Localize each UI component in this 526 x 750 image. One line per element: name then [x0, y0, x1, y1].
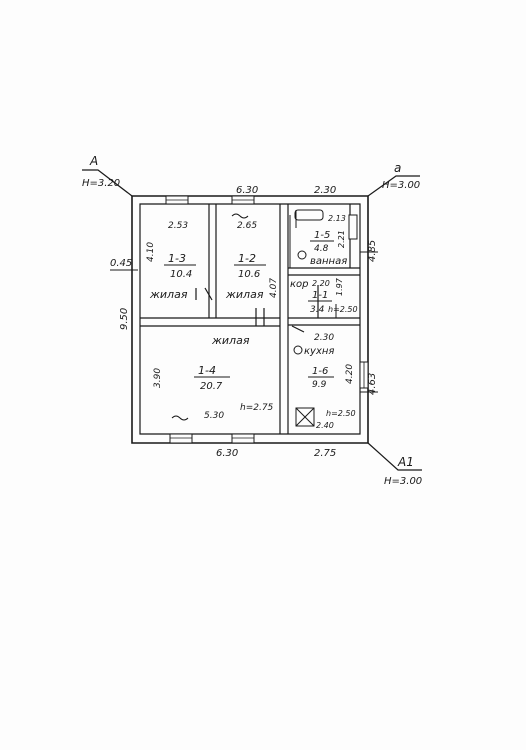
- dim-left-height: 9.50: [119, 308, 130, 330]
- dim-top-right: 2.30: [314, 185, 336, 196]
- room-1-1-type: кор: [290, 279, 309, 290]
- window-right-bath: [348, 214, 358, 240]
- tilde-mark-1: [171, 415, 189, 421]
- corner-a1-letter: А1: [397, 455, 414, 469]
- room-1-5-type: ванная: [310, 256, 347, 267]
- room-1-2-area: 10.6: [238, 269, 260, 280]
- room-1-4-area: 20.7: [200, 381, 223, 392]
- corner-a2-height: Н=3.00: [382, 180, 420, 191]
- room-1-1: кор 2.20 1.97 1-1 3.4 h=2.50: [290, 277, 358, 315]
- room-1-1-width: 2.20: [312, 279, 330, 288]
- room-1-6-width-bottom: 2.40: [316, 421, 334, 430]
- window-bottom-left: [169, 433, 193, 444]
- room-1-1-height: h=2.50: [328, 305, 358, 314]
- dim-bottom-left: 6.30: [216, 448, 238, 459]
- room-1-2-type: жилая: [225, 288, 264, 301]
- room-1-3-depth: 4.10: [146, 242, 156, 262]
- room-1-6-width-top: 2.30: [314, 333, 334, 343]
- window-bottom-center: [231, 433, 255, 444]
- room-1-4-depth: 3.90: [153, 368, 163, 388]
- room-1-2-depth: 4.07: [269, 278, 279, 298]
- wall-above-14: [140, 317, 280, 327]
- room-1-3-width: 2.53: [168, 221, 188, 231]
- walls: [131, 195, 369, 444]
- room-1-2-width: 2.65: [237, 221, 257, 231]
- stove-icon: [293, 345, 303, 355]
- wall-kitchen: [288, 317, 360, 326]
- wall-center: [279, 204, 289, 434]
- room-1-5-area: 4.8: [314, 244, 329, 254]
- room-1-6-height: h=2.50: [326, 409, 356, 418]
- room-1-2-id: 1-2: [238, 252, 256, 265]
- dim-left-offset: 0.45: [110, 258, 132, 269]
- dim-bottom-right: 2.75: [314, 448, 336, 459]
- door-13: [195, 287, 213, 301]
- corner-markers: [82, 169, 422, 471]
- room-1-6: 2.30 кухня 4.20 1-6 9.9 h=2.50 2.40: [304, 333, 356, 430]
- room-1-3: 2.53 4.10 1-3 10.4 жилая: [146, 221, 196, 301]
- bathtub-icon: [294, 209, 324, 221]
- corner-a-letter: А: [89, 154, 98, 168]
- room-1-6-area: 9.9: [312, 380, 327, 390]
- room-1-3-id: 1-3: [168, 252, 186, 265]
- room-1-6-depth: 4.20: [345, 364, 355, 384]
- room-1-6-type: кухня: [304, 346, 334, 357]
- door-12: [255, 308, 265, 326]
- room-1-4-height: h=2.75: [240, 403, 274, 413]
- room-1-3-type: жилая: [149, 288, 188, 301]
- oven-icon: [295, 407, 315, 427]
- room-1-2: 2.65 4.07 1-2 10.6 жилая: [225, 221, 279, 301]
- room-1-1-id: 1-1: [312, 290, 328, 301]
- room-1-5-depth: 2.21: [337, 230, 346, 248]
- corner-a2-letter: а: [394, 161, 401, 175]
- dim-right-lower: 4.63: [367, 373, 378, 395]
- wall-13-12: [208, 204, 217, 318]
- room-1-4-type: жилая: [211, 334, 250, 347]
- outer-wall-inner: [139, 203, 361, 435]
- room-1-4-id: 1-4: [198, 364, 216, 377]
- dim-top-left: 6.30: [236, 185, 258, 196]
- room-1-1-area: 3.4: [310, 305, 325, 315]
- room-1-4-width: 5.30: [204, 411, 224, 421]
- room-1-4: жилая 3.90 1-4 20.7 5.30 h=2.75: [153, 334, 274, 421]
- tilde-mark-2: [231, 213, 249, 219]
- corner-a1-height: Н=3.00: [384, 476, 422, 487]
- sink-icon: [297, 250, 307, 260]
- corner-a-height: Н=3.20: [82, 178, 120, 189]
- room-1-5-width: 2.13: [328, 214, 346, 223]
- room-1-5-id: 1-5: [314, 230, 330, 241]
- room-1-1-depth: 1.97: [335, 277, 344, 296]
- room-1-3-area: 10.4: [170, 269, 192, 280]
- room-1-5: 2.13 2.21 1-5 4.8 ванная: [310, 214, 347, 267]
- room-1-6-id: 1-6: [312, 366, 328, 377]
- dim-right-upper: 4.85: [367, 240, 378, 262]
- windows: [165, 195, 369, 444]
